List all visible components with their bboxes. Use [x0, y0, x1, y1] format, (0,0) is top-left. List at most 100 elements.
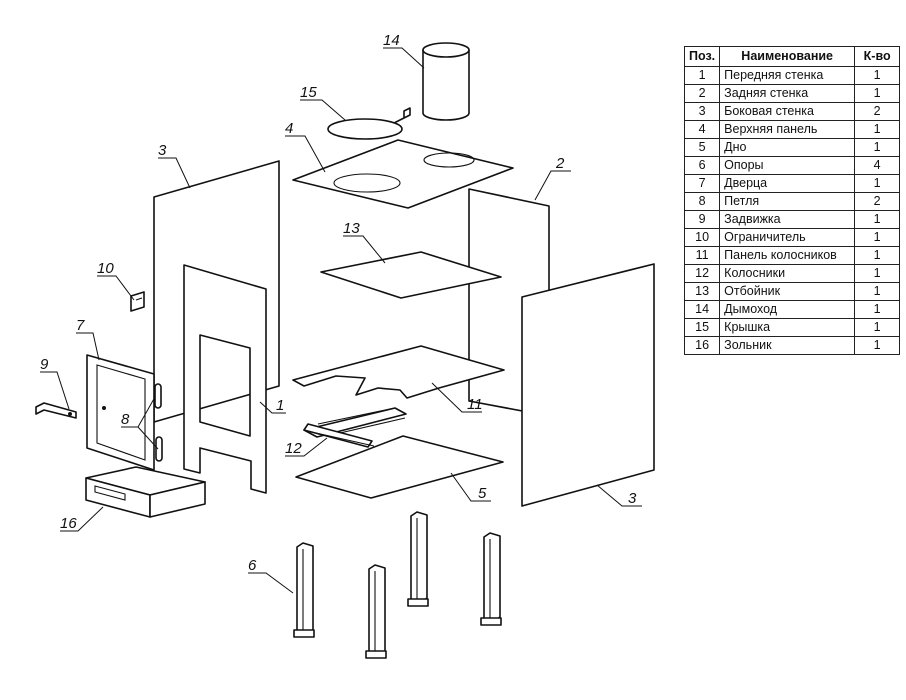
callout-7: 7 — [76, 317, 85, 334]
callout-3-right: 3 — [628, 490, 637, 507]
cell-qty: 1 — [854, 66, 901, 85]
deflector-plate — [320, 251, 502, 299]
cell-pos: 9 — [683, 210, 721, 229]
cell-qty: 2 — [854, 102, 901, 121]
callout-3-left: 3 — [158, 142, 167, 159]
callout-12: 12 — [285, 440, 302, 457]
cell-qty: 2 — [854, 192, 901, 211]
cell-pos: 13 — [683, 282, 721, 301]
callout-6: 6 — [248, 557, 257, 574]
callout-14: 14 — [383, 32, 400, 49]
header-qty: К-во — [854, 46, 901, 67]
cell-pos: 3 — [683, 102, 721, 121]
cell-pos: 16 — [683, 336, 721, 355]
header-pos: Поз. — [683, 46, 721, 67]
cell-name: Панель колосников — [719, 246, 856, 265]
cell-pos: 12 — [683, 264, 721, 283]
cell-name: Колосники — [719, 264, 856, 283]
cell-pos: 14 — [683, 300, 721, 319]
grate-panel — [292, 345, 505, 399]
grate-bars — [303, 407, 407, 448]
chimney-pipe — [422, 42, 470, 121]
cell-name: Зольник — [719, 336, 856, 355]
side-wall-right — [521, 263, 655, 507]
callout-5: 5 — [478, 485, 487, 502]
ash-drawer — [85, 466, 206, 518]
cell-qty: 1 — [854, 120, 901, 139]
header-name: Наименование — [719, 46, 856, 67]
cell-pos: 7 — [683, 174, 721, 193]
callout-leaders — [40, 47, 642, 594]
cell-qty: 1 — [854, 228, 901, 247]
cell-name: Опоры — [719, 156, 856, 175]
cell-qty: 1 — [854, 336, 901, 355]
cell-name: Ограничитель — [719, 228, 856, 247]
callout-1: 1 — [276, 397, 284, 414]
callout-numbers: 14 15 4 3 2 13 10 7 9 8 1 12 11 5 3 16 6 — [40, 32, 637, 574]
table-header-row: Поз. Наименование К-во — [683, 46, 901, 67]
cell-name: Верхняя панель — [719, 120, 856, 139]
cell-pos: 4 — [683, 120, 721, 139]
cell-pos: 10 — [683, 228, 721, 247]
lid — [327, 107, 411, 140]
cell-name: Задвижка — [719, 210, 856, 229]
cell-name: Задняя стенка — [719, 84, 856, 103]
cell-qty: 1 — [854, 264, 901, 283]
cell-qty: 1 — [854, 138, 901, 157]
cell-pos: 15 — [683, 318, 721, 337]
leg-rear-right — [480, 532, 502, 626]
cell-qty: 1 — [854, 174, 901, 193]
callout-4: 4 — [285, 120, 293, 137]
leg-rear-left — [407, 511, 429, 607]
cell-qty: 1 — [854, 84, 901, 103]
cell-name: Дверца — [719, 174, 856, 193]
callout-10: 10 — [97, 260, 114, 277]
limiter — [130, 291, 145, 312]
cell-pos: 1 — [683, 66, 721, 85]
front-wall — [183, 264, 267, 494]
cell-qty: 1 — [854, 210, 901, 229]
cell-name: Боковая стенка — [719, 102, 856, 121]
cell-qty: 4 — [854, 156, 901, 175]
callout-2: 2 — [555, 155, 565, 172]
callout-11: 11 — [467, 396, 483, 413]
cell-name: Петля — [719, 192, 856, 211]
cell-pos: 8 — [683, 192, 721, 211]
latch — [35, 402, 77, 419]
cell-name: Отбойник — [719, 282, 856, 301]
cell-pos: 2 — [683, 84, 721, 103]
cell-name: Крышка — [719, 318, 856, 337]
cell-qty: 1 — [854, 318, 901, 337]
hinge-top — [154, 383, 162, 409]
hinge-bottom — [155, 436, 163, 462]
cell-name: Передняя стенка — [719, 66, 856, 85]
callout-15: 15 — [300, 84, 317, 101]
cell-qty: 1 — [854, 246, 901, 265]
leg-front-center — [365, 564, 387, 659]
leg-front-left — [293, 542, 315, 638]
cell-pos: 11 — [683, 246, 721, 265]
cell-name: Дно — [719, 138, 856, 157]
cell-qty: 1 — [854, 282, 901, 301]
door — [86, 354, 155, 471]
callout-13: 13 — [343, 220, 360, 237]
